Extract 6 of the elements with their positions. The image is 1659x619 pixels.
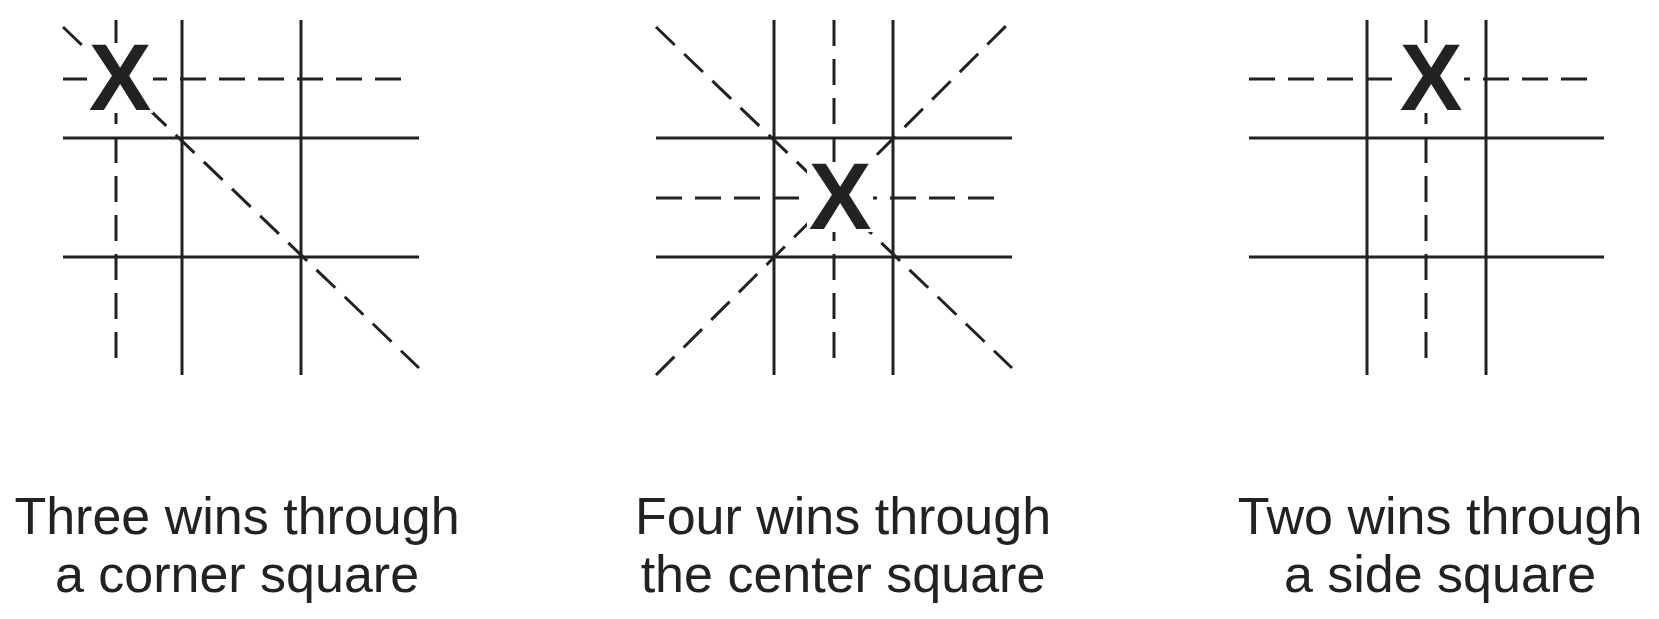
caption: Four wins through the center square [633,487,1053,603]
x-mark: X [86,43,154,113]
caption: Two wins through a side square [1236,487,1644,603]
caption: Three wins through a corner square [13,487,461,603]
x-mark: X [1397,43,1465,113]
x-mark: X [806,162,874,232]
